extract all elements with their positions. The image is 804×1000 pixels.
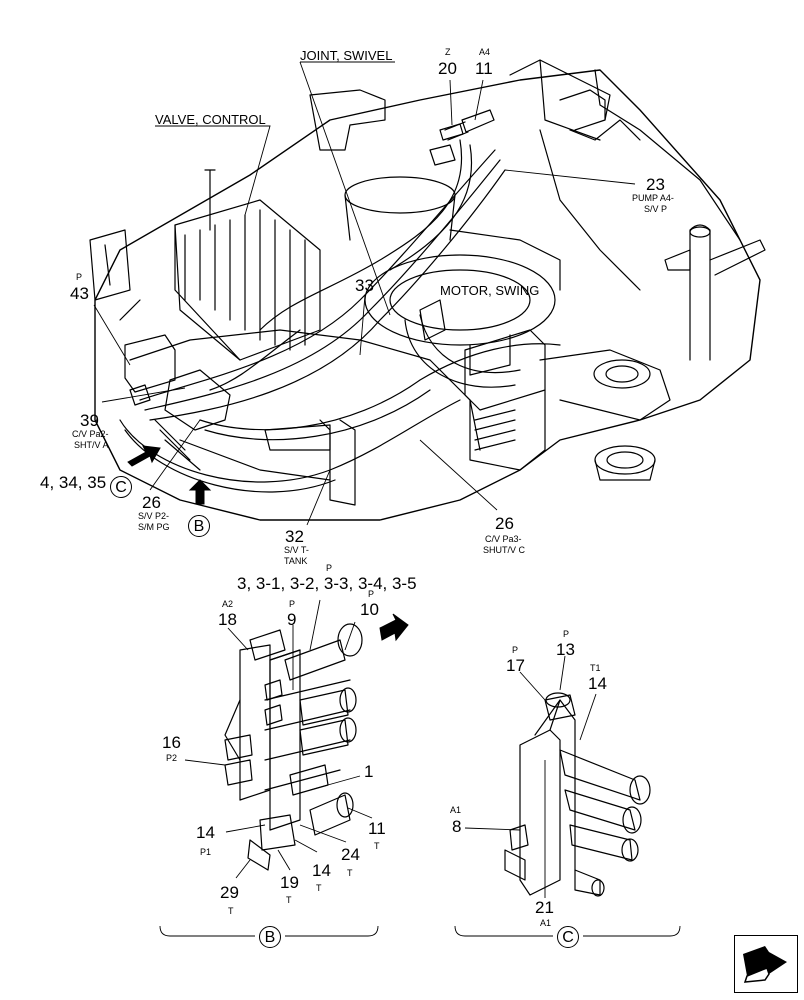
- callout-19-sub: T: [286, 895, 292, 905]
- callout-29-sub: T: [228, 906, 234, 916]
- view-arrow-c: [127, 445, 161, 467]
- callout-23-sub1: PUMP A4-: [632, 193, 674, 203]
- callout-29: 29: [220, 883, 239, 902]
- callout-10: 10: [360, 600, 379, 619]
- callout-24-sub: T: [347, 868, 353, 878]
- callout-16: 16: [162, 733, 181, 752]
- callout-20: 20: [438, 59, 457, 78]
- callout-26-left-sub1: S/V P2-: [138, 511, 170, 521]
- detail-marker-b[interactable]: B: [259, 926, 281, 948]
- callout-23-sub2: S/V P: [644, 204, 668, 214]
- callout-11-b: 11: [368, 819, 386, 838]
- callout-14-b-sub: P1: [200, 847, 212, 857]
- callout-11-b-sub: T: [374, 841, 380, 851]
- callout-26-left-sub2: S/M PG: [138, 522, 170, 532]
- callout-17: 17: [506, 656, 525, 675]
- callout-21-sub: A1: [540, 918, 552, 928]
- callout-16-sub: P2: [166, 753, 178, 763]
- view-marker-b[interactable]: B: [188, 515, 210, 537]
- arrow-right-icon: [743, 946, 787, 983]
- view-marker-c[interactable]: C: [110, 476, 132, 498]
- callout-43-sup: P: [76, 272, 83, 282]
- callout-17-sup: P: [512, 645, 519, 655]
- next-page-button[interactable]: [734, 935, 798, 993]
- view-arrow-b: [188, 479, 212, 505]
- callout-32: 32: [285, 527, 304, 546]
- callout-39-sub1: C/V Pa2-: [72, 429, 109, 439]
- motor-swing-title: MOTOR, SWING: [440, 283, 540, 298]
- callout-39-sub2: SHT/V A: [74, 440, 109, 450]
- callout-11-top-sup: A4: [479, 47, 491, 57]
- callout-26-right-sub2: SHUT/V C: [483, 545, 526, 555]
- callout-39: 39: [80, 411, 99, 430]
- callout-43: 43: [70, 284, 89, 303]
- callout-32-sub1: S/V T-: [284, 545, 309, 555]
- callout-20-sup: Z: [445, 47, 451, 57]
- callout-4-34-35: 4, 34, 35: [40, 473, 107, 492]
- detail-marker-c[interactable]: C: [557, 926, 579, 948]
- callout-3-group-sup: P: [326, 563, 333, 573]
- callout-3-group: 3, 3-1, 3-2, 3-3, 3-4, 3-5: [237, 574, 417, 593]
- callout-18: 18: [218, 610, 237, 629]
- callout-1: 1: [364, 762, 374, 781]
- callout-8: 8: [452, 817, 462, 836]
- callout-14-b2: 14: [312, 861, 331, 880]
- detail-view-arrow[interactable]: [378, 612, 412, 644]
- callout-8-sup: A1: [450, 805, 462, 815]
- callout-14-c-sup: T1: [590, 663, 601, 673]
- callout-26-left: 26: [142, 493, 161, 512]
- callout-13-sup: P: [563, 629, 570, 639]
- callout-32-sub2: TANK: [284, 556, 308, 566]
- joint-swivel-title: JOINT, SWIVEL: [300, 48, 393, 63]
- callout-9: 9: [287, 610, 297, 629]
- callout-21: 21: [535, 898, 554, 917]
- valve-control-title: VALVE, CONTROL: [155, 112, 266, 127]
- callout-26-right: 26: [495, 514, 514, 533]
- callout-11-top: 11: [475, 59, 493, 78]
- callout-14-b: 14: [196, 823, 215, 842]
- callout-19: 19: [280, 873, 299, 892]
- detail-arrow: [379, 613, 409, 642]
- callout-13: 13: [556, 640, 575, 659]
- callout-33: 33: [355, 276, 374, 295]
- callout-23: 23: [646, 175, 665, 194]
- callout-10-sup: P: [368, 589, 375, 599]
- callout-24: 24: [341, 845, 360, 864]
- callout-9-sup: P: [289, 599, 296, 609]
- callout-26-right-sub1: C/V Pa3-: [485, 534, 522, 544]
- callout-18-sup: A2: [222, 599, 234, 609]
- callout-14-b2-sub: T: [316, 883, 322, 893]
- callout-14-c: 14: [588, 674, 607, 693]
